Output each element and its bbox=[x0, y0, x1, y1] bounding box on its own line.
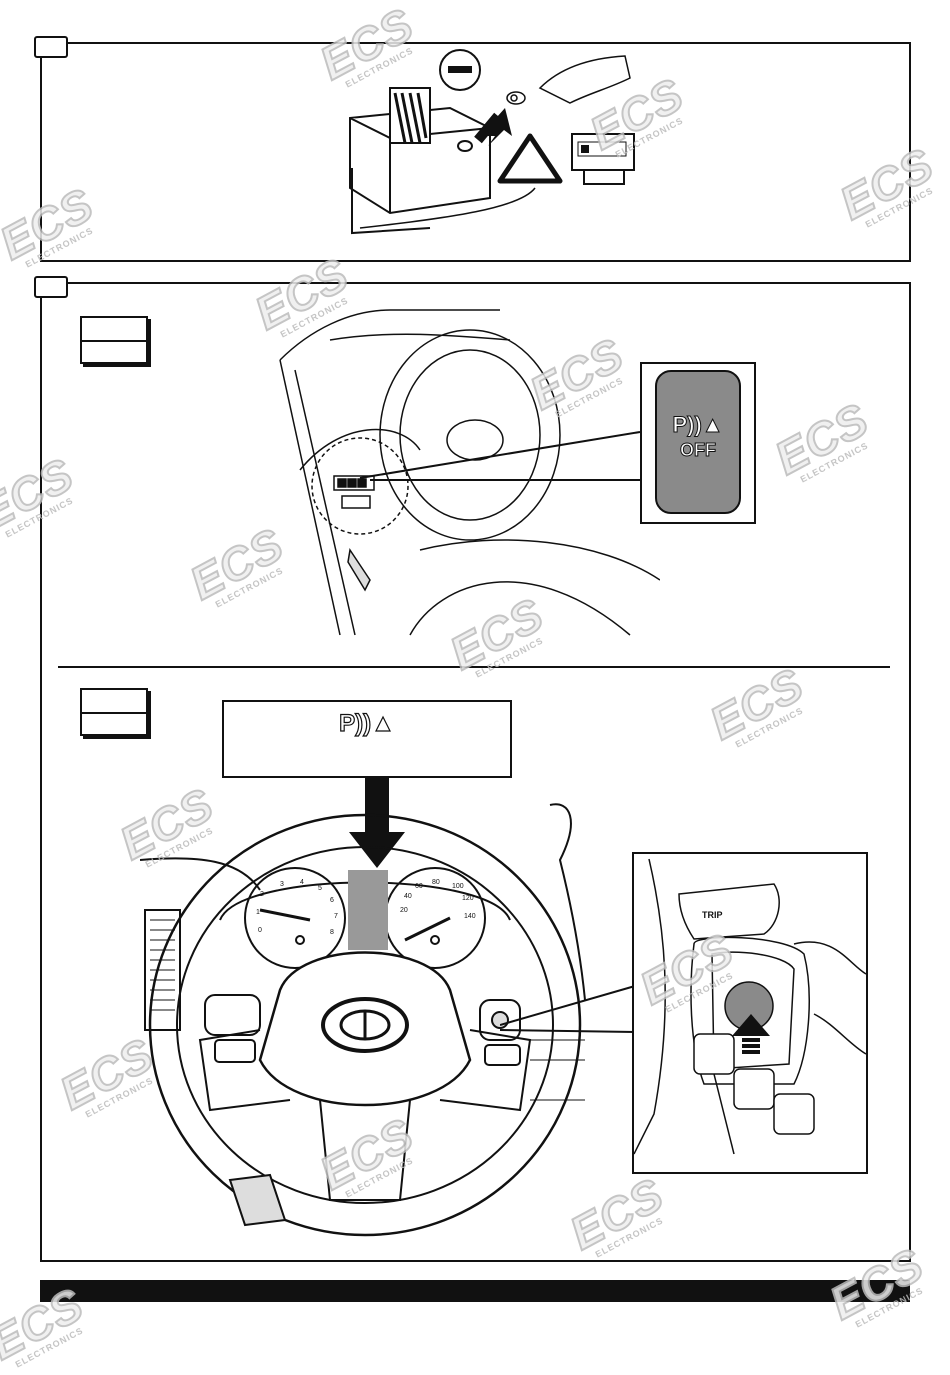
svg-text:4: 4 bbox=[300, 879, 304, 886]
sensor-button-p-label: P bbox=[672, 412, 688, 438]
svg-text:7: 7 bbox=[334, 913, 338, 920]
display-sensor-icon: ))▲ bbox=[355, 709, 396, 737]
label-box-a bbox=[80, 316, 148, 364]
svg-text:20: 20 bbox=[400, 907, 408, 914]
step-1-tab bbox=[34, 36, 68, 58]
svg-text:40: 40 bbox=[404, 893, 412, 900]
battery-disconnect-illustration bbox=[349, 49, 635, 235]
footer-bar bbox=[40, 1280, 910, 1302]
svg-text:1: 1 bbox=[256, 909, 260, 916]
sensor-wave-icon: ))▲ bbox=[687, 412, 724, 438]
arrow-icon bbox=[480, 108, 512, 146]
minus-terminal-icon bbox=[439, 49, 481, 91]
svg-text:0: 0 bbox=[258, 927, 262, 934]
svg-text:3: 3 bbox=[280, 881, 284, 888]
svg-text:120: 120 bbox=[462, 895, 474, 902]
svg-text:8: 8 bbox=[330, 929, 334, 936]
svg-text:2: 2 bbox=[260, 891, 264, 898]
parking-sensor-off-button[interactable]: P))▲ OFF bbox=[655, 370, 741, 514]
section-divider bbox=[58, 666, 890, 668]
steering-callout-leader bbox=[500, 985, 636, 1033]
battery-icon bbox=[349, 87, 536, 235]
svg-text:100: 100 bbox=[452, 883, 464, 890]
sensor-button-off-label: OFF bbox=[680, 440, 717, 461]
cluster-display-box: P))▲ bbox=[222, 700, 512, 778]
display-p-symbol: P bbox=[339, 709, 356, 737]
svg-text:140: 140 bbox=[464, 913, 476, 920]
svg-text:60: 60 bbox=[415, 883, 423, 890]
svg-text:5: 5 bbox=[318, 885, 322, 892]
label-box-b bbox=[80, 688, 148, 736]
dashboard-interior-illustration bbox=[279, 309, 660, 636]
hand-icon bbox=[506, 55, 631, 105]
callout-leader-lines bbox=[359, 431, 641, 481]
svg-text:6: 6 bbox=[330, 897, 334, 904]
steering-controls-closeup: TRIP bbox=[634, 858, 866, 1155]
warning-triangle-icon bbox=[497, 133, 563, 184]
svg-text:80: 80 bbox=[432, 879, 440, 886]
step-2-tab bbox=[34, 276, 68, 298]
trip-button-label: TRIP bbox=[702, 910, 723, 920]
radio-unit-icon bbox=[571, 133, 635, 185]
down-arrow-icon bbox=[349, 778, 405, 868]
